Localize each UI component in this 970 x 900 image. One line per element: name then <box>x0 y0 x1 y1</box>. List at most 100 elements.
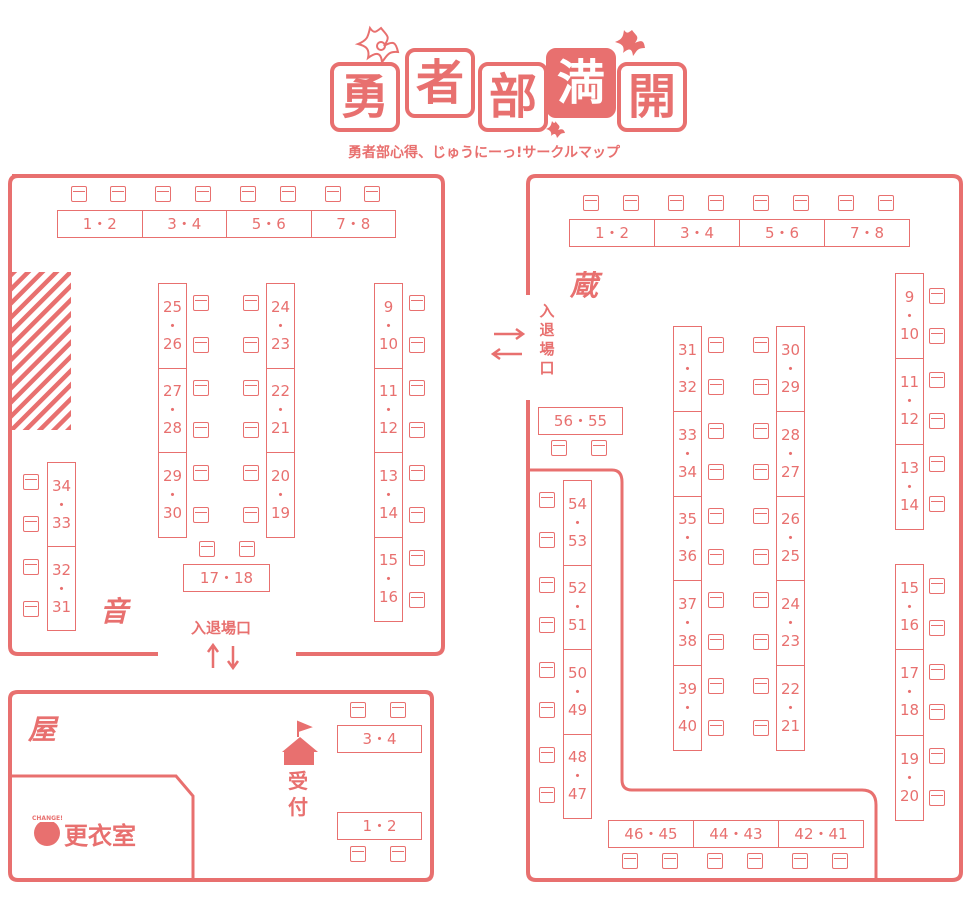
oto-9-chair-icon <box>409 507 425 523</box>
kura-15-chair-icon <box>929 620 945 636</box>
kura-top-table-label: 5・6 <box>764 223 800 242</box>
kura-30-chair-icon <box>753 464 769 480</box>
kura-15-table-sep: ・ <box>901 768 917 787</box>
kura-bottom-table-label: 46・45 <box>624 824 678 843</box>
kura-bottom-chair-icon <box>832 853 848 869</box>
room-label-kura: 蔵 <box>570 269 599 302</box>
kura-30-table-label: 23 <box>780 632 801 651</box>
ya-lower-table-label: 1・2 <box>362 816 397 835</box>
kura-31-table-label: 34 <box>677 462 698 481</box>
kura-30-table-label: 21 <box>780 717 801 736</box>
kura-top-chair-icon <box>668 195 684 211</box>
kura-31-chair-icon <box>708 508 724 524</box>
oto-34-table-sep: ・ <box>53 579 69 598</box>
kura-54-table-label: 51 <box>567 616 588 635</box>
oto-9-table-label: 14 <box>378 503 399 522</box>
oto-24-table-sep: ・ <box>272 316 288 335</box>
oto-bottom-chair-icon <box>239 541 255 557</box>
kura-54-table: 50・49 <box>563 649 592 735</box>
changing-room-label: 更衣室 <box>64 822 136 850</box>
oto-34-table-label: 31 <box>51 597 72 616</box>
kura-top-chair-icon <box>793 195 809 211</box>
oto-top-table: 5・6 <box>226 210 312 238</box>
oto-top-table: 3・4 <box>141 210 227 238</box>
kura-30-table-label: 28 <box>780 425 801 444</box>
oto-9-table-sep: ・ <box>380 401 396 420</box>
kura-top-table: 1・2 <box>569 219 655 247</box>
kura-15-table: 17・18 <box>895 649 924 736</box>
oto-9-chair-icon <box>409 592 425 608</box>
kura-top-table: 7・8 <box>824 219 910 247</box>
kura-bottom-chair-icon <box>707 853 723 869</box>
kura-30-table-label: 25 <box>780 547 801 566</box>
oto-9-table-label: 12 <box>378 419 399 438</box>
kura-54-table-label: 52 <box>567 579 588 598</box>
oto-9-chair-icon <box>409 380 425 396</box>
kura-15-table-label: 15 <box>899 579 920 598</box>
kura-31-table-sep: ・ <box>679 614 695 633</box>
kura-31-table-label: 32 <box>677 377 698 396</box>
kura-top-chair-icon <box>708 195 724 211</box>
kura-31-chair-icon <box>708 549 724 565</box>
kura-54-chair-icon <box>539 577 555 593</box>
oto-top-chair-icon <box>364 186 380 202</box>
oto-9-table: 9・10 <box>374 283 403 369</box>
kura-31-table-sep: ・ <box>679 529 695 548</box>
oto-25-table: 25・26 <box>158 283 187 369</box>
oto-34-table: 34・33 <box>47 462 76 547</box>
kura-31-chair-icon <box>708 720 724 736</box>
kura-9-chair-icon <box>929 288 945 304</box>
oto-24-table-label: 19 <box>270 504 291 523</box>
kura-31-chair-icon <box>708 678 724 694</box>
oto-9-table-label: 13 <box>378 466 399 485</box>
oto-top-table-label: 5・6 <box>251 214 286 233</box>
kura-30-chair-icon <box>753 678 769 694</box>
kura-31-table: 35・36 <box>673 495 702 582</box>
kura-30-table-sep: ・ <box>782 359 798 378</box>
oto-24-chair-icon <box>243 422 259 438</box>
oto-top-chair-icon <box>280 186 296 202</box>
oto-top-table-label: 3・4 <box>167 214 202 233</box>
kura-31-table-sep: ・ <box>679 359 695 378</box>
ya-upper-table: 3・4 <box>337 725 422 753</box>
kura-15-chair-icon <box>929 578 945 594</box>
kura-9-table-sep: ・ <box>901 477 917 496</box>
kura-top-table-label: 7・8 <box>849 223 885 242</box>
ya-upper-chair-icon <box>390 702 406 718</box>
kura-31-table-label: 31 <box>677 340 698 359</box>
oto-34-chair-icon <box>23 474 39 490</box>
kura-15-table: 15・16 <box>895 564 924 651</box>
oto-9-table-sep: ・ <box>380 316 396 335</box>
kura-bottom-table: 42・41 <box>778 820 864 848</box>
oto-25-table-label: 29 <box>162 467 183 486</box>
kura-9-table-label: 9 <box>904 288 915 307</box>
kura-9-chair-icon <box>929 413 945 429</box>
oto-25-table: 29・30 <box>158 452 187 538</box>
kura-top-chair-icon <box>838 195 854 211</box>
kura-54-table-label: 48 <box>567 748 588 767</box>
oto-25-table-label: 25 <box>162 297 183 316</box>
kura-56-table-label: 56・55 <box>553 411 608 430</box>
kura-9-chair-icon <box>929 456 945 472</box>
oto-25-chair-icon <box>193 422 209 438</box>
kura-31-chair-icon <box>708 592 724 608</box>
change-badge-icon: CHANGE! <box>32 815 63 846</box>
oto-34-table-label: 32 <box>51 560 72 579</box>
kura-54-table: 54・53 <box>563 480 592 566</box>
kura-56-table: 56・55 <box>538 407 623 435</box>
oto-25-table-sep: ・ <box>164 486 180 505</box>
kura-9-table: 11・12 <box>895 358 924 445</box>
oto-top-table: 1・2 <box>57 210 143 238</box>
kura-bottom-chair-icon <box>792 853 808 869</box>
kura-31-table-label: 37 <box>677 595 698 614</box>
kura-31-chair-icon <box>708 464 724 480</box>
kura-31-table-label: 39 <box>677 680 698 699</box>
kura-30-table: 24・23 <box>776 580 805 667</box>
kura-30-table-sep: ・ <box>782 614 798 633</box>
kura-15-chair-icon <box>929 704 945 720</box>
room-label-ya: 屋 <box>28 713 57 746</box>
kura-30-chair-icon <box>753 549 769 565</box>
kura-30-chair-icon <box>753 720 769 736</box>
oto-9-table: 13・14 <box>374 452 403 538</box>
